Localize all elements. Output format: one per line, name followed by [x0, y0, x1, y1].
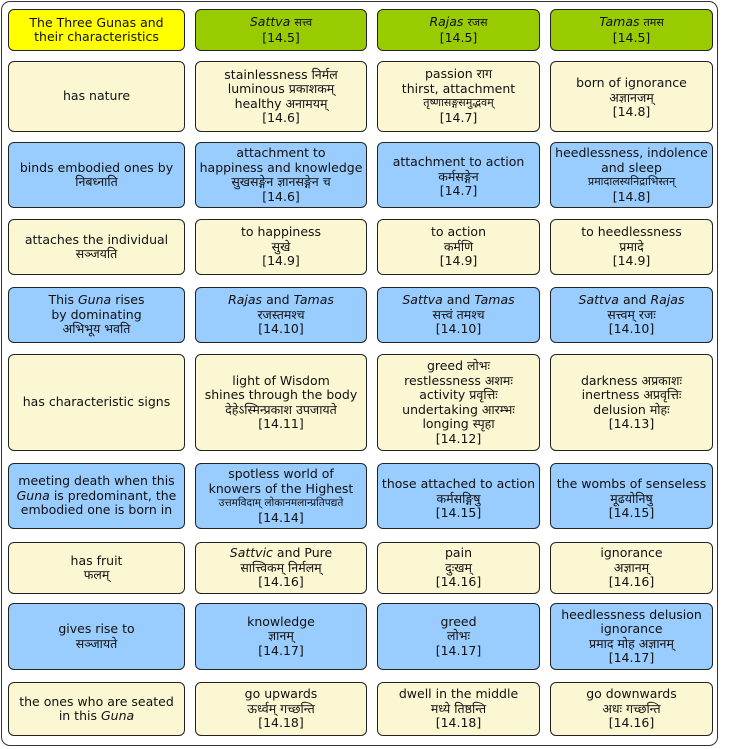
- guna-name: Tamas: [599, 14, 640, 29]
- cell-sattva-gives-rise: knowledge ज्ञानम् [14.17]: [195, 603, 367, 670]
- cell-rajas-fruit: pain दुःखम् [14.16]: [377, 542, 540, 594]
- row-label-rises: This Guna rises by dominating अभिभूय भवत…: [8, 287, 185, 343]
- title-cell: The Three Gunas and their characteristic…: [8, 9, 185, 51]
- verse-ref: [14.5]: [262, 29, 300, 45]
- cell-tamas-seated: go downwards अधः गच्छन्ति [14.16]: [550, 682, 713, 736]
- verse-ref: [14.5]: [612, 29, 651, 45]
- row-label-has-nature: has nature: [8, 61, 185, 132]
- verse-ref: [14.5]: [439, 29, 478, 45]
- cell-tamas-nature: born of ignorance अज्ञानजम् [14.8]: [550, 61, 713, 132]
- cell-tamas-rises: Sattva and Rajas सत्त्वम् रजः [14.10]: [550, 287, 713, 343]
- cell-sattva-rises: Rajas and Tamas रजस्तमश्च [14.10]: [195, 287, 367, 343]
- row-label-attaches: attaches the individual सञ्जयति: [8, 219, 185, 275]
- diagram-title: The Three Gunas and their characteristic…: [29, 14, 164, 44]
- cell-sattva-fruit: Sattvic and Pure सात्त्विकम् निर्मलम् [1…: [195, 542, 367, 594]
- row-label-seated: the ones who are seated in this Guna: [8, 682, 185, 736]
- row-label-fruit: has fruit फलम्: [8, 542, 185, 594]
- cell-rajas-signs: greed लोभः restlessness अशमः activity प्…: [377, 354, 540, 451]
- row-label-signs: has characteristic signs: [8, 354, 185, 451]
- cell-rajas-gives-rise: greed लोभः [14.17]: [377, 603, 540, 670]
- row-label-binds: binds embodied ones by निबध्नाति: [8, 142, 185, 208]
- cell-sattva-signs: light of Wisdom shines through the body …: [195, 354, 367, 451]
- cell-tamas-binds: heedlessness, indolence and sleep प्रमाद…: [550, 142, 713, 208]
- row-label-death: meeting death when this Guna is predomin…: [8, 463, 185, 529]
- cell-rajas-seated: dwell in the middle मध्ये तिष्ठन्ति [14.…: [377, 682, 540, 736]
- header-sattva: Sattva सत्त्व [14.5]: [195, 9, 367, 51]
- cell-rajas-rises: Sattva and Tamas सत्त्वं तमश्च [14.10]: [377, 287, 540, 343]
- cell-sattva-seated: go upwards ऊर्ध्वम् गच्छन्ति [14.18]: [195, 682, 367, 736]
- cell-rajas-binds: attachment to action कर्मसङ्गेन [14.7]: [377, 142, 540, 208]
- cell-rajas-death: those attached to action कर्मसङ्गिषु [14…: [377, 463, 540, 529]
- cell-tamas-death: the wombs of senseless मूढयोनिषु [14.15]: [550, 463, 713, 529]
- cell-tamas-fruit: ignorance अज्ञानम् [14.16]: [550, 542, 713, 594]
- cell-sattva-death: spotless world of knowers of the Highest…: [195, 463, 367, 529]
- cell-tamas-signs: darkness अप्रकाशः inertness अप्रवृत्तिः …: [550, 354, 713, 451]
- cell-sattva-binds: attachment to happiness and knowledge सु…: [195, 142, 367, 208]
- cell-rajas-attaches: to action कर्मणि [14.9]: [377, 219, 540, 275]
- header-tamas: Tamas तमस [14.5]: [550, 9, 713, 51]
- cell-rajas-nature: passion राग thirst, attachment तृष्णासङ्…: [377, 61, 540, 132]
- cell-sattva-nature: stainlessness निर्मल luminous प्रकाशकम् …: [195, 61, 367, 132]
- guna-name: Sattva: [249, 14, 291, 29]
- guna-sanskrit: रजस: [467, 16, 488, 29]
- guna-sanskrit: सत्त्व: [294, 16, 313, 29]
- guna-sanskrit: तमस: [643, 16, 664, 29]
- guna-name: Rajas: [429, 14, 464, 29]
- cell-sattva-attaches: to happiness सुखे [14.9]: [195, 219, 367, 275]
- row-label-gives-rise: gives rise to सञ्जायते: [8, 603, 185, 670]
- cell-tamas-attaches: to heedlessness प्रमादे [14.9]: [550, 219, 713, 275]
- header-rajas: Rajas रजस [14.5]: [377, 9, 540, 51]
- cell-tamas-gives-rise: heedlessness delusion ignorance प्रमाद म…: [550, 603, 713, 670]
